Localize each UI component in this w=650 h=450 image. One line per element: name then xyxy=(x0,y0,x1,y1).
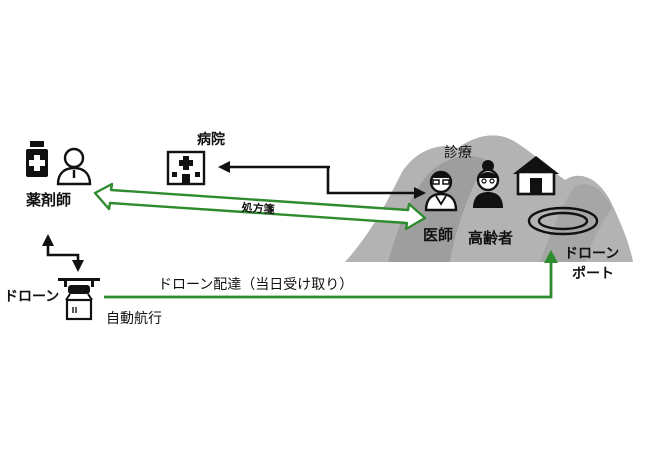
medicine-bottle-icon xyxy=(26,141,48,177)
drone-port-label-line1: ドローン xyxy=(564,246,620,262)
drone-label: ドローン xyxy=(4,289,60,305)
elderly-woman-icon xyxy=(473,160,503,208)
autonomous-flight-label: 自動航行 xyxy=(106,311,162,327)
elderly-label: 高齢者 xyxy=(468,229,514,247)
doctor-icon xyxy=(424,170,458,212)
delivery-label: ドローン配達（当日受け取り） xyxy=(158,277,354,293)
pharmacist-drone-arrow xyxy=(42,234,84,272)
hospital-icon xyxy=(166,150,206,186)
drone-port-icon xyxy=(527,206,599,236)
doctor-label: 医師 xyxy=(423,226,454,244)
drone-icon xyxy=(58,278,100,321)
house-icon xyxy=(513,156,559,196)
pharmacist-label: 薬剤師 xyxy=(26,191,72,209)
consultation-label: 診療 xyxy=(444,145,472,161)
prescription-arrow xyxy=(93,182,427,231)
drone-port-label-line2: ポート xyxy=(572,266,614,282)
pharmacist-person-icon xyxy=(56,147,92,186)
hospital-label: 病院 xyxy=(197,132,225,148)
prescription-label: 処方箋 xyxy=(241,201,275,217)
delivery-arrow xyxy=(104,250,558,299)
hospital-doctor-arrow xyxy=(218,161,426,199)
